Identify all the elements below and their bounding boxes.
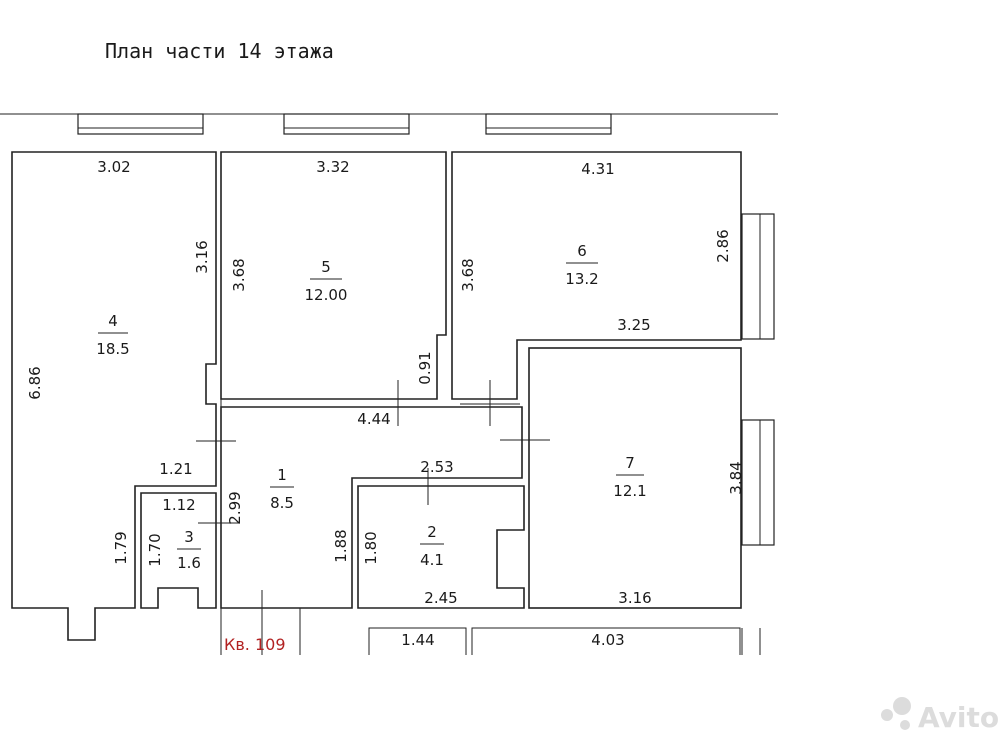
svg-text:2: 2 xyxy=(427,523,437,541)
plan-title: План части 14 этажа xyxy=(105,39,334,63)
room-label-4: 4 18.5 xyxy=(96,312,129,358)
svg-text:1.6: 1.6 xyxy=(177,554,201,572)
bottom-room-right xyxy=(471,627,741,655)
bottom-room-left xyxy=(368,627,467,655)
dim-room3-side: 1.70 xyxy=(146,533,164,566)
window-room-4 xyxy=(77,113,204,135)
dim-room5-top: 3.32 xyxy=(316,158,349,176)
dim-room5-side: 3.68 xyxy=(230,258,248,291)
window-room-7-side xyxy=(741,419,775,546)
dim-room2-side: 1.80 xyxy=(362,531,380,564)
window-room-5 xyxy=(283,113,410,135)
svg-text:12.00: 12.00 xyxy=(305,286,348,304)
door-marks xyxy=(196,380,550,524)
svg-text:Avito: Avito xyxy=(918,701,999,734)
room-label-6: 6 13.2 xyxy=(565,242,598,288)
svg-text:8.5: 8.5 xyxy=(270,494,294,512)
dim-room4-side: 3.16 xyxy=(193,240,211,273)
room-label-2: 2 4.1 xyxy=(420,523,444,569)
svg-text:6: 6 xyxy=(577,242,587,260)
dim-room6-top: 4.31 xyxy=(581,160,614,178)
svg-text:1: 1 xyxy=(277,466,287,484)
room-2-outline xyxy=(357,485,525,609)
room-6-outline xyxy=(451,151,742,400)
room-label-3: 3 1.6 xyxy=(177,528,201,572)
dim-room7-right: 3.84 xyxy=(727,461,745,494)
svg-text:4.1: 4.1 xyxy=(420,551,444,569)
dim-room5-niche: 0.91 xyxy=(416,351,434,384)
dim-room6-side: 3.68 xyxy=(459,258,477,291)
dim-bottom-right: 4.03 xyxy=(591,631,624,649)
dim-hall-left: 1.21 xyxy=(159,460,192,478)
dim-room4-left: 6.86 xyxy=(26,366,44,399)
room-4-outline xyxy=(11,151,217,641)
window-room-6 xyxy=(485,113,612,135)
svg-text:7: 7 xyxy=(625,454,635,472)
room-7-outline xyxy=(528,347,742,609)
dim-bottom-left: 1.44 xyxy=(401,631,434,649)
window-room-6-side xyxy=(741,213,775,340)
avito-watermark: Avito xyxy=(881,697,999,734)
room-5-outline xyxy=(220,151,447,400)
dim-hall-top: 4.44 xyxy=(357,410,390,428)
dim-room2-bottom: 2.45 xyxy=(424,589,457,607)
svg-text:4: 4 xyxy=(108,312,118,330)
dim-hall-lower: 1.88 xyxy=(332,529,350,562)
dim-room6-right: 2.86 xyxy=(714,229,732,262)
dim-hall-side: 2.99 xyxy=(226,491,244,524)
dim-room7-bottom: 3.16 xyxy=(618,589,651,607)
dim-corridor: 2.53 xyxy=(420,458,453,476)
room-label-7: 7 12.1 xyxy=(613,454,646,500)
svg-text:5: 5 xyxy=(321,258,331,276)
svg-text:12.1: 12.1 xyxy=(613,482,646,500)
dim-room3-top: 1.12 xyxy=(162,496,195,514)
apartment-label: Кв. 109 xyxy=(224,635,286,654)
room-1-outline xyxy=(220,406,523,609)
room-label-1: 1 8.5 xyxy=(270,466,294,512)
dim-room4-top: 3.02 xyxy=(97,158,130,176)
room-3-outline xyxy=(140,492,217,609)
window-bottom-right xyxy=(741,628,761,655)
apartment-box xyxy=(220,590,301,655)
dim-room6-bottom: 3.25 xyxy=(617,316,650,334)
svg-text:13.2: 13.2 xyxy=(565,270,598,288)
dim-room4-notch: 1.79 xyxy=(112,531,130,564)
svg-text:3: 3 xyxy=(184,528,194,546)
svg-text:18.5: 18.5 xyxy=(96,340,129,358)
room-label-5: 5 12.00 xyxy=(305,258,348,304)
